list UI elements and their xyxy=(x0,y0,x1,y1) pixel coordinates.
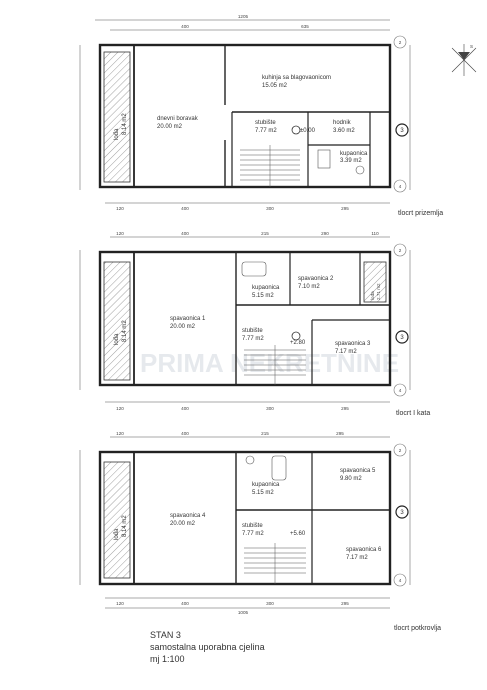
dim-bottom-1: 120 xyxy=(116,406,124,411)
room-area-stairs: 7.77 m2 xyxy=(242,531,264,537)
level-mark: ±0.00 xyxy=(300,128,316,134)
north-mark: S xyxy=(470,44,473,49)
floor-caption: tlocrt I kata xyxy=(396,410,430,417)
ground-floor-plan: 1205 400 635 120 400 300 295 dnevni bora… xyxy=(79,14,443,217)
room-name-bath: kupaonica xyxy=(252,285,280,291)
dim-bottom-3: 300 xyxy=(266,601,274,606)
dim-top-3: 215 xyxy=(261,231,269,236)
room-name-stairs: stubište xyxy=(242,523,263,529)
dim-top-2: 400 xyxy=(181,231,189,236)
dim-bottom-4: 295 xyxy=(341,406,349,411)
room-name-bath: kupaonica xyxy=(252,482,280,488)
room-name-bedroom6: spavaonica 6 xyxy=(346,547,382,553)
dim-bottom-2: 400 xyxy=(181,406,189,411)
level-mark: +5.60 xyxy=(290,531,306,537)
room-area-kitchen: 15.05 m2 xyxy=(262,83,288,89)
axis-label: 2 xyxy=(399,448,402,453)
room-area-bath: 5.15 m2 xyxy=(252,293,274,299)
floor-caption: tlocrt potkrovlja xyxy=(394,625,441,632)
dim-top-2: 400 xyxy=(181,431,189,436)
axis-label: 3 xyxy=(400,510,404,516)
dim-top-5: 110 xyxy=(371,231,379,236)
room-area-stairs: 7.77 m2 xyxy=(242,336,264,342)
room-area-stairs: 7.77 m2 xyxy=(255,128,277,134)
dim-bottom-3: 300 xyxy=(266,406,274,411)
attic-floor-plan: 120 400 215 295 120 400 300 295 1005 spa… xyxy=(79,431,441,632)
room-name-bedroom5: spavaonica 5 xyxy=(340,468,376,474)
room-area-hall: 3.60 m2 xyxy=(333,128,355,134)
watermark: PRIMA NEKRETNINE xyxy=(140,348,399,378)
axis-label: 3 xyxy=(400,128,404,134)
axis-label: 4 xyxy=(399,184,402,189)
first-floor-plan: 120 400 215 290 110 120 400 300 295 spav… xyxy=(79,231,430,417)
legend-line-1: STAN 3 xyxy=(150,630,181,640)
room-name-loggia: lođa xyxy=(114,333,120,345)
room-area-bath: 5.15 m2 xyxy=(252,490,274,496)
dim-bottom-1: 120 xyxy=(116,601,124,606)
dim-top-1: 120 xyxy=(116,231,124,236)
floor-caption: tlocrt prizemlja xyxy=(398,210,443,217)
dim-bottom-4: 295 xyxy=(341,601,349,606)
dim-bottom-1: 120 xyxy=(116,206,124,211)
room-name-loggia: lođa xyxy=(114,528,120,540)
dim-bottom-2: 400 xyxy=(181,206,189,211)
room-name-kitchen: kuhinja sa blagovaonicom xyxy=(262,75,331,81)
room-name-bedroom4: spavaonica 4 xyxy=(170,513,206,519)
room-area-bedroom5: 9.80 m2 xyxy=(340,476,362,482)
room-name-bath: kupaonica xyxy=(340,151,368,157)
room-area-bedroom4: 20.00 m2 xyxy=(170,521,196,527)
room-area-loggia: 8.14 m2 xyxy=(122,515,128,537)
room-name-hall: hodnik xyxy=(333,120,352,126)
room-area-bedroom2: 7.10 m2 xyxy=(298,284,320,290)
room-name-loggia: lođa xyxy=(114,128,120,140)
room-area-loggia: 8.14 m2 xyxy=(122,113,128,135)
dim-top-3: 215 xyxy=(261,431,269,436)
axis-label: 3 xyxy=(400,335,404,341)
room-area-bedroom6: 7.17 m2 xyxy=(346,555,368,561)
room-name-bedroom3: spavaonica 3 xyxy=(335,341,371,347)
legend-line-2: samostalna uporabna cjelina xyxy=(150,642,265,652)
axis-label: 4 xyxy=(399,578,402,583)
room-name-stairs: stubište xyxy=(242,328,263,334)
room-area-loggia-small: 2.71 m2 xyxy=(376,283,381,300)
room-name-bedroom2: spavaonica 2 xyxy=(298,276,334,282)
dim-top-left: 400 xyxy=(181,24,189,29)
room-name-bedroom1: spavaonica 1 xyxy=(170,316,206,322)
room-area-bedroom1: 20.00 m2 xyxy=(170,324,196,330)
room-name-living: dnevni boravak xyxy=(157,116,199,122)
dim-bottom-4: 295 xyxy=(341,206,349,211)
dim-top-1: 120 xyxy=(116,431,124,436)
axis-label: 2 xyxy=(399,248,402,253)
axis-label: 4 xyxy=(399,388,402,393)
dim-bottom-total: 1005 xyxy=(238,610,249,615)
dim-bottom-3: 300 xyxy=(266,206,274,211)
room-name-loggia-small: lođa xyxy=(370,291,375,300)
legend-line-3: mj 1:100 xyxy=(150,654,185,664)
level-mark: +2.80 xyxy=(290,340,306,346)
axis-label: 2 xyxy=(399,40,402,45)
north-arrow-icon: S xyxy=(451,44,477,76)
dim-top-total: 1205 xyxy=(238,14,249,19)
room-name-stairs: stubište xyxy=(255,120,276,126)
dim-top-4: 290 xyxy=(321,231,329,236)
dim-top-4: 295 xyxy=(336,431,344,436)
dim-bottom-2: 400 xyxy=(181,601,189,606)
room-area-living: 20.00 m2 xyxy=(157,124,183,130)
room-area-loggia: 8.14 m2 xyxy=(122,320,128,342)
room-area-bath: 3.39 m2 xyxy=(340,158,362,164)
room-area-bedroom3: 7.17 m2 xyxy=(335,349,357,355)
dim-top-right: 635 xyxy=(301,24,309,29)
legend: STAN 3 samostalna uporabna cjelina mj 1:… xyxy=(150,630,265,664)
